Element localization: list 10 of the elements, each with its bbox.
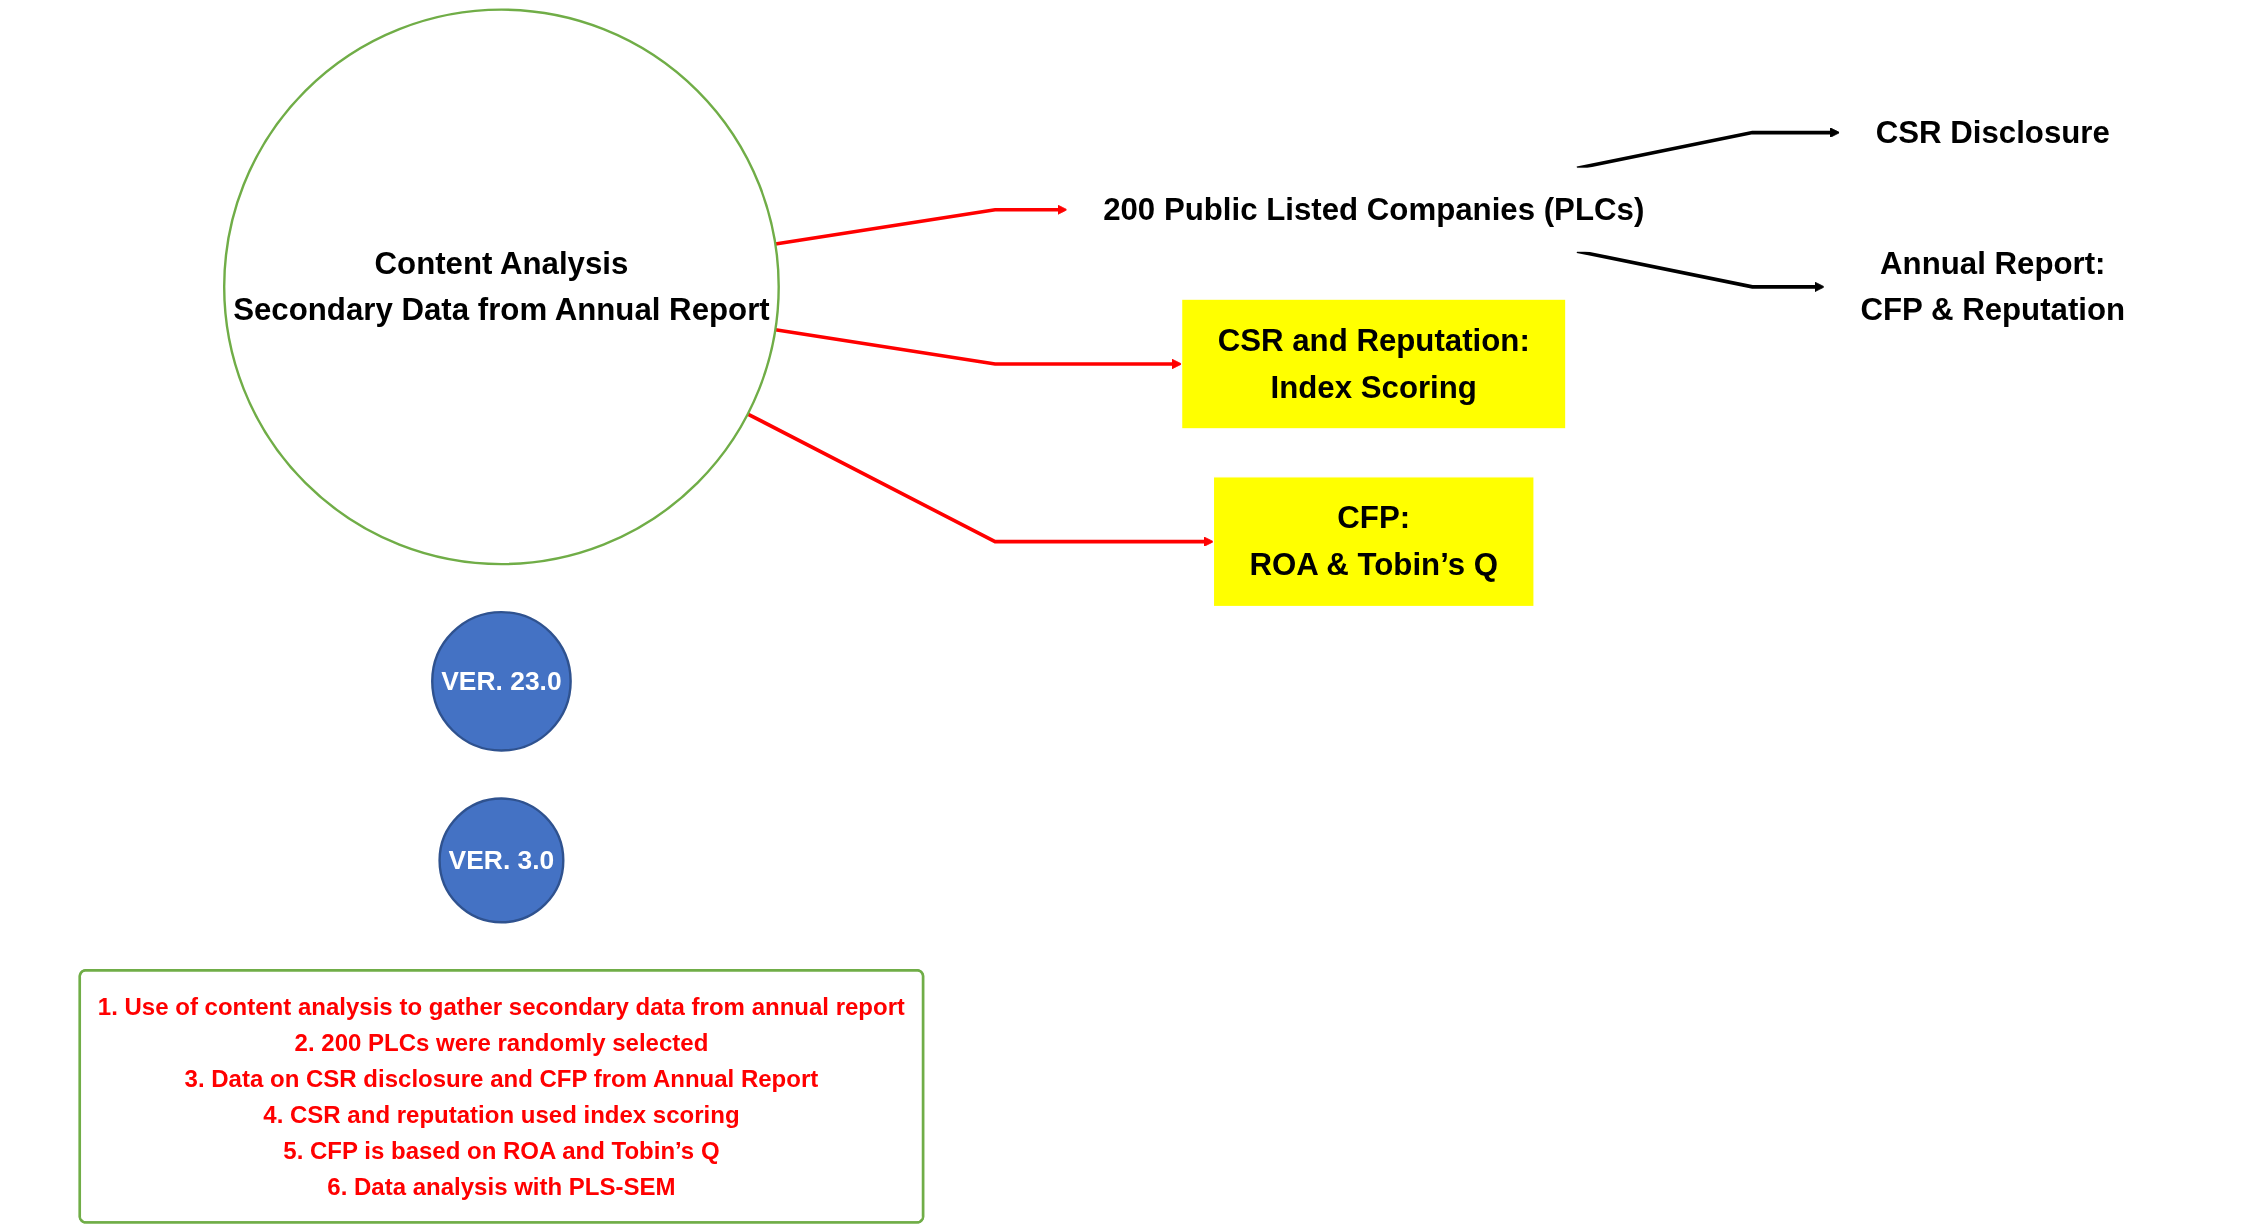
node-circle	[431, 610, 572, 752]
node-circle	[438, 797, 565, 924]
arrow	[747, 412, 1214, 547]
node-box	[1181, 298, 1567, 430]
node-text: 200 Public Listed Companies (PLCs)	[1103, 191, 1645, 228]
node-text: Annual Report: CFP & Reputation	[1860, 244, 2126, 328]
node-circle	[223, 8, 780, 566]
node-box	[1212, 476, 1535, 608]
node-text: CSR Disclosure	[1875, 113, 2110, 150]
arrow	[775, 204, 1068, 246]
